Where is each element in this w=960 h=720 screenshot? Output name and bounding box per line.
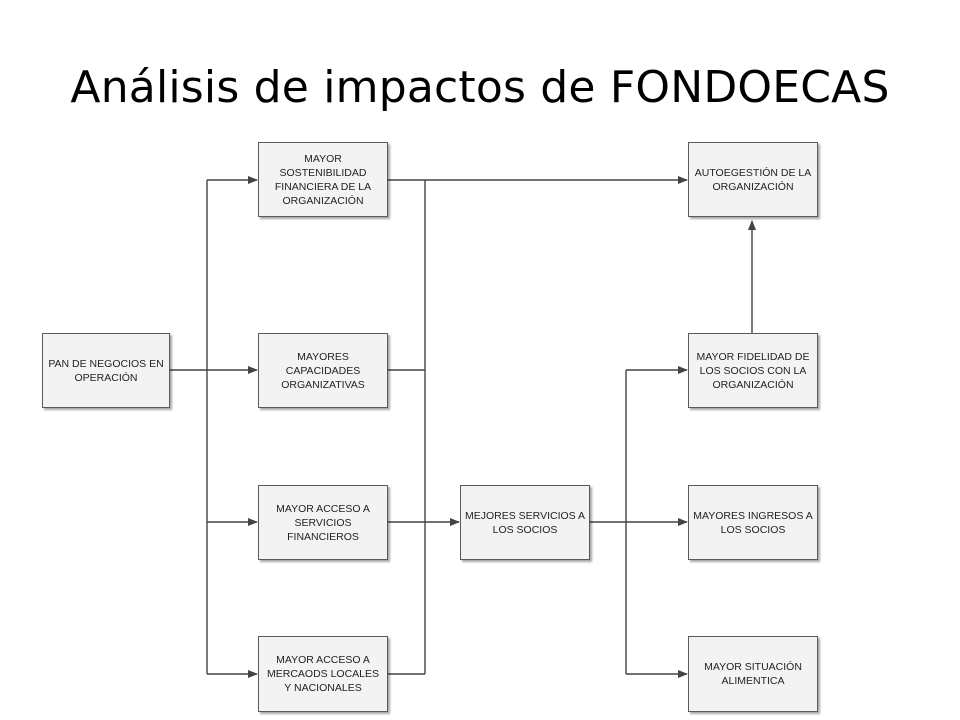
- box-mejores-servicios: MEJORES SERVICIOS A LOS SOCIOS: [460, 485, 590, 560]
- box-alimentaria: MAYOR SITUACIÓN ALIMENTICA: [688, 636, 818, 712]
- box-acceso-financieros-label: MAYOR ACCESO A SERVICIOS FINANCIEROS: [276, 502, 370, 543]
- box-ingresos-label: MAYORES INGRESOS A LOS SOCIOS: [693, 509, 813, 536]
- box-ingresos: MAYORES INGRESOS A LOS SOCIOS: [688, 485, 818, 560]
- slide-title: Análisis de impactos de FONDOECAS: [70, 62, 890, 113]
- box-plan-negocios-label: PAN DE NEGOCIOS EN OPERACIÓN: [48, 357, 164, 384]
- box-alimentaria-label: MAYOR SITUACIÓN ALIMENTICA: [704, 661, 802, 687]
- box-acceso-mercados: MAYOR ACCESO A MERCAODS LOCALES Y NACION…: [258, 636, 388, 712]
- box-plan-negocios: PAN DE NEGOCIOS EN OPERACIÓN: [42, 333, 170, 408]
- box-fidelidad-label: MAYOR FIDELIDAD DE LOS SOCIOS CON LA ORG…: [696, 350, 810, 391]
- box-acceso-financieros: MAYOR ACCESO A SERVICIOS FINANCIEROS: [258, 485, 388, 560]
- box-sostenibilidad: MAYOR SOSTENIBILIDAD FINANCIERA DE LA OR…: [258, 142, 388, 217]
- box-mejores-servicios-label: MEJORES SERVICIOS A LOS SOCIOS: [465, 509, 586, 536]
- box-autogestion-label: AUTOEGESTIÓN DE LA ORGANIZACIÓN: [694, 166, 812, 193]
- box-capacidades-label: MAYORES CAPACIDADES ORGANIZATIVAS: [281, 350, 365, 391]
- box-autogestion: AUTOEGESTIÓN DE LA ORGANIZACIÓN: [688, 142, 818, 217]
- box-fidelidad: MAYOR FIDELIDAD DE LOS SOCIOS CON LA ORG…: [688, 333, 818, 408]
- box-capacidades: MAYORES CAPACIDADES ORGANIZATIVAS: [258, 333, 388, 408]
- box-sostenibilidad-label: MAYOR SOSTENIBILIDAD FINANCIERA DE LA OR…: [274, 152, 372, 207]
- box-acceso-mercados-label: MAYOR ACCESO A MERCAODS LOCALES Y NACION…: [266, 654, 380, 694]
